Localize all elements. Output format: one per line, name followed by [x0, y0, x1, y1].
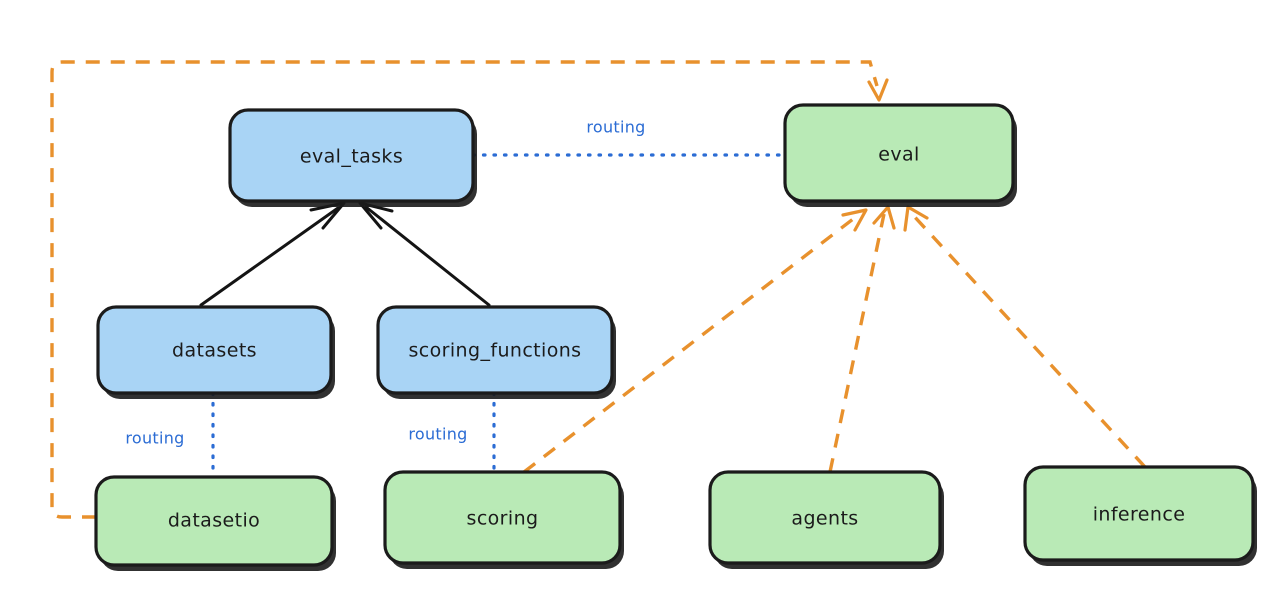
node-scoring[interactable]: scoring — [383, 470, 624, 569]
edge-inference-eval — [903, 205, 1147, 469]
node-label-agents: agents — [791, 508, 858, 530]
edge-datasetio-eval — [50, 60, 889, 519]
node-label-datasetio: datasetio — [168, 510, 260, 532]
edge-label-routing-datasets: routing — [125, 429, 184, 448]
node-label-eval: eval — [878, 144, 919, 166]
edge-scoring-eval — [522, 208, 868, 474]
node-label-eval-tasks: eval_tasks — [300, 146, 403, 168]
edge-label-routing-eval-tasks: routing — [586, 118, 645, 137]
edge-agents-eval — [828, 205, 896, 473]
node-agents[interactable]: agents — [708, 470, 944, 569]
node-label-inference: inference — [1093, 504, 1186, 526]
node-inference[interactable]: inference — [1023, 465, 1257, 566]
edge-label-routing-scoring-functions: routing — [408, 425, 467, 444]
node-eval[interactable]: eval — [783, 103, 1017, 207]
edge-scoring-functions-eval-tasks — [358, 201, 491, 307]
node-eval-tasks[interactable]: eval_tasks — [228, 108, 477, 207]
node-scoring-functions[interactable]: scoring_functions — [376, 305, 616, 399]
edge-datasets-eval-tasks — [199, 201, 346, 307]
node-label-scoring: scoring — [467, 508, 539, 530]
node-label-datasets: datasets — [172, 340, 257, 362]
node-label-scoring-functions: scoring_functions — [409, 340, 582, 362]
node-datasets[interactable]: datasets — [96, 305, 335, 399]
node-datasetio[interactable]: datasetio — [94, 475, 336, 571]
